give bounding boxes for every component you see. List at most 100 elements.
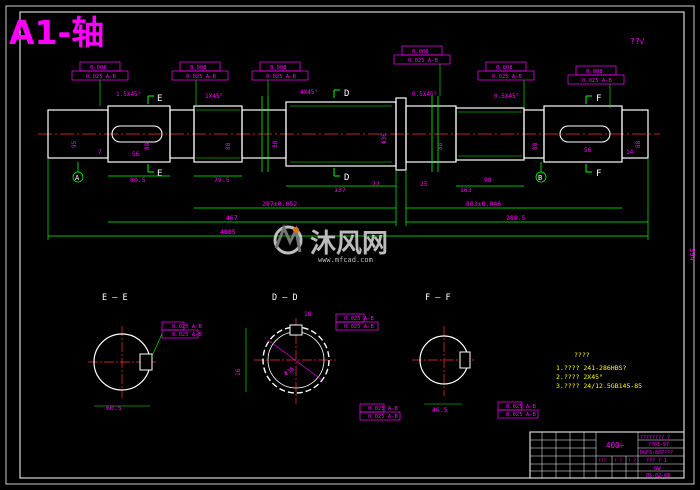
tol-2a: 0.008 bbox=[190, 65, 207, 71]
tol-5b: 0.025 A-B bbox=[492, 74, 522, 80]
dia-label-3: 88 bbox=[225, 142, 232, 150]
section-labels: E — E D — D F — F bbox=[102, 293, 451, 303]
keyway-width-f: 56 bbox=[584, 147, 592, 154]
tol-3b: 0.025 A-B bbox=[266, 74, 296, 80]
tol-1a: 0.008 bbox=[90, 65, 107, 71]
tb-row-5: GW bbox=[654, 466, 661, 472]
section-f-view: 0.025 A-B 0.025 A-B 0.025 A-B 0.025 A-B … bbox=[359, 326, 539, 421]
dia-label-5: Φ36 bbox=[381, 133, 388, 144]
datum-a-letter: A bbox=[75, 174, 80, 182]
tb-scale: 400÷ bbox=[606, 441, 625, 450]
sec-f-tol-3: 0.025 A-B bbox=[506, 404, 536, 410]
sec-d-key: 18 bbox=[304, 311, 312, 318]
tol-6a: 0.008 bbox=[586, 69, 603, 75]
section-d-view: Φ36 0.025 A-B 0.025 A-B 18 16 bbox=[235, 311, 379, 404]
tb-row-2: ??81-97 bbox=[648, 442, 669, 448]
chamfer-callouts: 1.5X45° 1X45° 4X45° 0.5X45° 0.5X45° bbox=[116, 89, 519, 100]
notes-line-1: 1.???? 241-286HBS? bbox=[556, 364, 627, 372]
dim-297: 297±0.052 bbox=[262, 200, 297, 208]
dia-label-8: 88 bbox=[635, 140, 642, 148]
mark-e-bottom: E bbox=[157, 169, 162, 179]
chamfer-2: 1X45° bbox=[205, 93, 223, 100]
chamfer-5: 0.5X45° bbox=[412, 91, 437, 98]
section-f-label: F — F bbox=[425, 293, 451, 303]
tolerance-frames: 0.008 0.025 A-B 0.008 0.025 A-B 0.008 0.… bbox=[71, 45, 625, 108]
thread-lines bbox=[196, 105, 522, 163]
sec-f-tol-4: 0.025 A-B bbox=[506, 412, 536, 418]
dia-label-2: 88 bbox=[144, 142, 151, 150]
sec-d-small: 16 bbox=[235, 368, 242, 376]
keyway-e bbox=[111, 125, 163, 143]
datum-b-letter: B bbox=[538, 174, 542, 182]
chamfer-4: 0.5X45° bbox=[494, 93, 519, 100]
sec-e-tol-2: 0.025 A-B bbox=[172, 332, 202, 338]
drawing-title: A1-轴 bbox=[9, 13, 104, 52]
notes-line-2: 2.???? 2X45° bbox=[556, 373, 603, 381]
tol-frame-2: 0.008 0.025 A-B bbox=[171, 61, 229, 106]
tol-6b: 0.025 A-B bbox=[582, 78, 612, 84]
mark-e-top: E bbox=[157, 94, 162, 104]
notes-heading: ???? bbox=[574, 351, 590, 359]
corner-roughness-mark: ??√ bbox=[630, 37, 645, 46]
dimension-texts: 80.5 79.5 137 22 25 163 98 297±0.052 803… bbox=[130, 176, 526, 236]
tol-frame-1: 0.008 0.025 A-B bbox=[71, 61, 129, 106]
tol-frame-3: 0.008 0.025 A-B bbox=[251, 61, 309, 96]
chamfer-1: 1.5X45° bbox=[116, 91, 141, 98]
watermark-url: www.mfcad.com bbox=[318, 256, 373, 264]
section-d-label: D — D bbox=[272, 293, 298, 303]
watermark: 沐风网 www.mfcad.com bbox=[273, 224, 388, 264]
section-marker-letters: E E D D F F bbox=[157, 89, 601, 183]
mark-f-bottom: F bbox=[596, 169, 601, 179]
tb-cell-3: ? ? bbox=[628, 458, 636, 464]
tb-cell-1: ??? bbox=[598, 458, 606, 464]
tol-frame-6: 0.008 0.025 A-B bbox=[567, 65, 625, 108]
title-block: 400÷ ???????? ? ??81-97 DGFS-807??? ??? … bbox=[529, 431, 685, 479]
sec-e-dim: 60.5 bbox=[106, 404, 122, 412]
sec-d-tol-1: 0.025 A-B bbox=[344, 316, 374, 322]
tol-4a: 0.008 bbox=[412, 49, 429, 55]
dim-803: 803±0.046 bbox=[466, 200, 501, 208]
tb-row-3: DGFS-807??? bbox=[640, 450, 673, 456]
sec-f-tol-1: 0.025 A-B bbox=[368, 406, 398, 412]
dim-22: 22 bbox=[372, 180, 380, 188]
sec-d-tol-2: 0.025 A-B bbox=[344, 324, 374, 330]
dimension-lines bbox=[47, 158, 649, 240]
dim-163: 163 bbox=[460, 186, 472, 194]
tol-frame-5: 0.008 0.025 A-B bbox=[477, 61, 535, 108]
dim-25: 25 bbox=[420, 180, 428, 188]
tol-4b: 0.025 A-B bbox=[408, 58, 438, 64]
dia-label-6: 88 bbox=[437, 142, 444, 150]
dim-79: 79.5 bbox=[214, 176, 230, 184]
dim-98: 98 bbox=[484, 176, 492, 184]
diameter-labels: 95 88 88 88 Φ36 88 88 88 bbox=[71, 133, 642, 150]
mark-d-bottom: D bbox=[344, 173, 349, 183]
keyway-width-e: 56 bbox=[132, 151, 140, 158]
dim-4885: 4885 bbox=[220, 228, 236, 236]
dia-label-7: 88 bbox=[532, 142, 539, 150]
datum-a: A bbox=[72, 162, 84, 183]
notes-line-3: 3.???? 24/12.5GB145-85 bbox=[556, 382, 642, 390]
sec-e-tol-1: 0.025 A-B bbox=[172, 324, 202, 330]
side-number: 394 bbox=[688, 248, 696, 261]
mark-f-top: F bbox=[596, 94, 601, 104]
watermark-logo bbox=[273, 224, 303, 255]
section-e-label: E — E bbox=[102, 293, 128, 303]
shaft-outline bbox=[47, 97, 649, 171]
tb-row-4: ??? ? 1 bbox=[646, 458, 667, 464]
keyway-f bbox=[559, 125, 611, 143]
section-e-view: 0.025 A-B 0.025 A-B 60.5 bbox=[88, 321, 202, 412]
inner-frame bbox=[19, 11, 685, 479]
thread-marks bbox=[261, 96, 439, 172]
tol-3a: 0.008 bbox=[270, 65, 287, 71]
watermark-brand: 沐风网 bbox=[310, 229, 388, 259]
datum-b: B bbox=[535, 162, 547, 183]
tb-row-1: ???????? ? bbox=[640, 435, 670, 441]
technical-notes: ???? 1.???? 241-286HBS? 2.???? 2X45° 3.?… bbox=[556, 351, 642, 390]
dim-137: 137 bbox=[334, 186, 346, 194]
tol-5a: 0.008 bbox=[496, 65, 513, 71]
shaft-elevation: 95 88 88 88 Φ36 88 88 88 56 56 14 7 bbox=[38, 96, 660, 172]
tb-row-6: 05-02-08 bbox=[646, 473, 670, 479]
tb-cell-2: ? ? bbox=[614, 458, 622, 464]
section-markers bbox=[147, 89, 592, 177]
tol-2b: 0.025 A-B bbox=[186, 74, 216, 80]
